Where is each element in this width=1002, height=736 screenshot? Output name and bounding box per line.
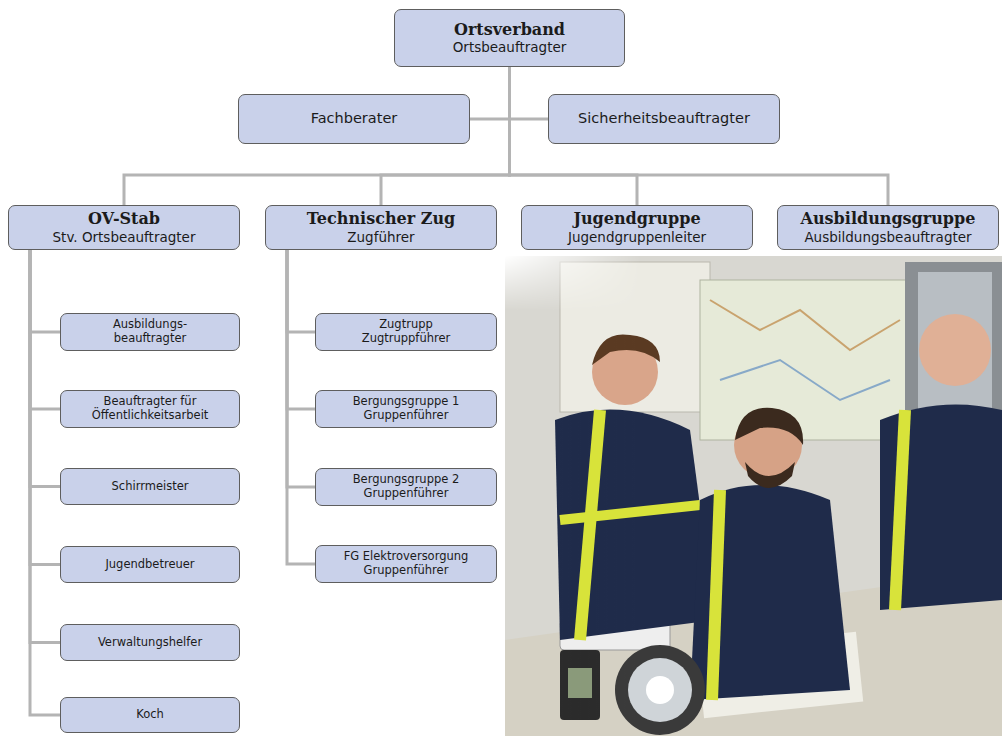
unit-leader: Jugendgruppenleiter [568,229,706,245]
role-name: Sicherheitsbeauftragter [578,110,750,127]
unit-leader: Zugführer [347,229,414,245]
unit-title: Technischer Zug [307,210,455,228]
org-connector [124,67,510,205]
role-name: Zugtrupp [379,318,433,332]
unit-title: OV-Stab [88,210,160,228]
unit-title: Ausbildungsgruppe [801,210,976,228]
org-connector [287,250,315,564]
role-box: Bergungsgruppe 2Gruppenführer [315,468,497,506]
connector-line [30,250,60,643]
role-box: Beauftragter für Öffentlichkeitsarbeit [60,390,240,428]
org-connector [30,250,60,409]
connector-line [287,250,315,564]
role-name: Ausbildungs- beauftragter [100,318,200,346]
unit-title: Jugendgruppe [573,210,700,228]
advisor-box: Fachberater [238,94,470,144]
org-connector [30,250,60,643]
role-name: Jugendbetreuer [105,558,194,572]
connector-line [30,250,60,332]
connector-line [470,67,510,119]
role-name: Bergungsgruppe 2 [353,473,460,487]
unit-leader: Stv. Ortsbeauftragter [53,229,196,245]
role-box: ZugtruppZugtruppführer [315,313,497,351]
role-name: FG Elektroversorgung [344,550,469,564]
connector-line [30,250,60,715]
connector-line [287,250,315,487]
role-box: Schirrmeister [60,468,240,505]
role-leader: Gruppenführer [364,487,449,501]
role-name: Schirrmeister [112,480,189,494]
unit-title: Ortsverband [454,21,565,39]
role-leader: Gruppenführer [364,409,449,423]
connector-line [124,67,510,205]
connector-line [30,250,60,409]
role-name: Koch [136,708,164,722]
unit-box: JugendgruppeJugendgruppenleiter [521,205,753,250]
role-name: Bergungsgruppe 1 [353,395,460,409]
org-connector [287,250,315,332]
role-box: FG ElektroversorgungGruppenführer [315,545,497,583]
connector-line [510,67,889,205]
org-connector [30,250,60,565]
unit-leader: Ausbildungsbeauftragter [804,229,971,245]
unit-box: OrtsverbandOrtsbeauftragter [394,9,625,67]
org-connector [470,67,510,119]
advisor-box: Sicherheitsbeauftragter [548,94,780,144]
role-name: Beauftragter für Öffentlichkeitsarbeit [68,395,233,423]
unit-box: Technischer ZugZugführer [265,205,497,250]
role-box: Verwaltungshelfer [60,624,240,661]
connector-line [287,250,315,409]
unit-box: OV-StabStv. Ortsbeauftragter [8,205,240,250]
role-name: Verwaltungshelfer [98,636,202,650]
org-connector [30,250,60,332]
org-connector [30,250,60,715]
connector-line [510,67,549,119]
role-name: Fachberater [311,110,398,127]
org-connector [510,67,889,205]
role-leader: Gruppenführer [364,564,449,578]
org-connector [30,250,60,487]
connector-line [287,250,315,332]
role-box: Bergungsgruppe 1Gruppenführer [315,390,497,428]
org-connector [510,67,549,119]
connector-line [30,250,60,565]
role-box: Jugendbetreuer [60,546,240,583]
org-connector [287,250,315,409]
photo-scene [505,256,1002,736]
role-box: Ausbildungs- beauftragter [60,313,240,351]
connector-line [30,250,60,487]
unit-box: AusbildungsgruppeAusbildungsbeauftragter [777,205,999,250]
unit-leader: Ortsbeauftragter [453,39,567,55]
org-connector [287,250,315,487]
role-leader: Zugtruppführer [362,332,451,346]
role-box: Koch [60,697,240,733]
